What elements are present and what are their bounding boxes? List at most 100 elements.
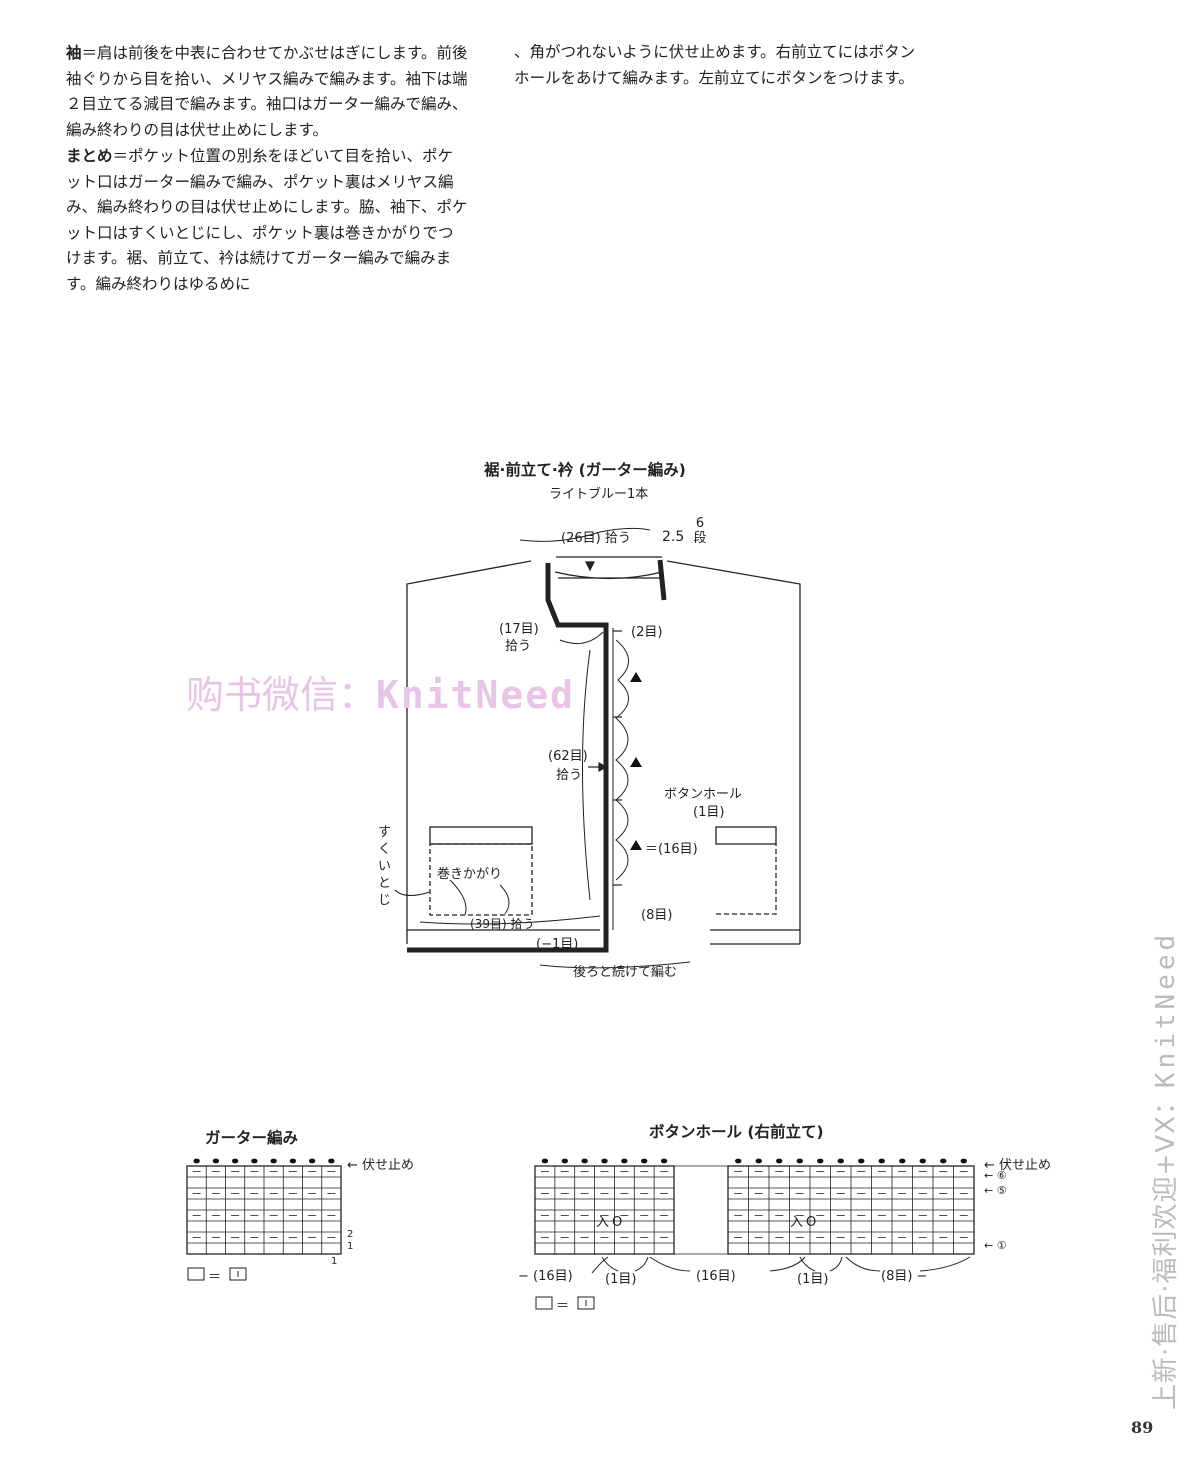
- button-triangle: [630, 672, 642, 682]
- bind-off-dot: [193, 1158, 200, 1164]
- finishing-paragraph: まとめ＝ポケット位置の別糸をほどいて目を拾い、ポケット口はガーター編みで編み、ポ…: [66, 143, 468, 297]
- bh-count-16-first: − (16目): [518, 1269, 573, 1284]
- bind-off-dot: [231, 1158, 239, 1164]
- hem-pickup-arc: [419, 915, 601, 925]
- buttonhole-legend-equals: ＝: [556, 1299, 570, 1314]
- garter-legend: [187, 1266, 251, 1282]
- bind-off-dot: [641, 1158, 648, 1164]
- front-pickup-arrowhead: [598, 761, 608, 773]
- hem-pickup-label: (39目) 拾う: [470, 917, 535, 931]
- bind-off-dot: [561, 1158, 568, 1164]
- bind-off-dot: [735, 1158, 742, 1164]
- bind-off-dot: [541, 1158, 549, 1164]
- pocket-lining-right: [716, 844, 777, 915]
- bind-off-dot: [960, 1158, 967, 1164]
- bh-count-16-second: (16目): [696, 1269, 736, 1284]
- instruction-column-left: 袖＝肩は前後を中表に合わせてかぶせはぎにします。前後袖ぐりから目を拾い、メリヤス…: [66, 40, 468, 297]
- bind-off-dot: [212, 1158, 220, 1164]
- bind-off-dot: [308, 1158, 316, 1164]
- garter-row-label-2: 2: [347, 1229, 354, 1240]
- bind-off-dot: [328, 1158, 335, 1164]
- triangle-equals-label: ＝(16目): [645, 842, 698, 857]
- bind-off-dot: [601, 1158, 608, 1164]
- row-marker-5: ← ⑤: [984, 1184, 1007, 1197]
- collar-pickup-label: (26目) 拾う: [561, 531, 631, 546]
- bind-off-dot: [776, 1158, 783, 1164]
- diagram-yarn: ライトブルー1本: [549, 487, 649, 502]
- finishing-text-part1: ＝ポケット位置の別糸をほどいて目を拾い、ポケット口はガーター編みで編み、ポケット…: [66, 147, 468, 293]
- garter-row-label-1: 1: [347, 1241, 354, 1252]
- front-band-thick: [407, 563, 609, 953]
- bind-off-dot: [940, 1158, 947, 1164]
- neck-pickup-count: (17目): [499, 622, 539, 637]
- right-body-outline: [666, 560, 801, 944]
- bind-off-dot: [919, 1158, 926, 1164]
- bind-off-dot: [858, 1158, 865, 1164]
- buttonhole-symbols-left: 入O: [596, 1215, 626, 1230]
- buttonhole-label: ボタンホール: [664, 787, 743, 802]
- buttonhole-count-arcs: [591, 1256, 971, 1274]
- whipstitch-label: 巻きかがり: [437, 867, 503, 882]
- pocket-opening-right: [715, 826, 777, 845]
- seam-label: すくいとじ: [378, 825, 392, 908]
- garter-bind-off-label: ← 伏せ止め: [347, 1158, 415, 1173]
- buttonhole-symbols-right: 入O: [790, 1215, 820, 1230]
- collar-depth-label: 2.5: [662, 529, 685, 545]
- bh-count-1-first: (1目): [605, 1272, 637, 1287]
- row-marker-6: ← ⑥: [984, 1169, 1007, 1182]
- bh-count-1-second: (1目): [797, 1272, 829, 1287]
- buttonhole-chart: [534, 1158, 975, 1255]
- bind-off-dot: [660, 1158, 668, 1164]
- front-pickup-count: (62目): [548, 749, 588, 764]
- buttonhole-legend: [535, 1295, 599, 1311]
- button-triangle: [630, 757, 642, 767]
- buttonhole-bind-off-label: ← 伏せ止め: [984, 1158, 1052, 1173]
- bind-off-dot: [899, 1158, 906, 1164]
- neck-pickup-arc: [559, 631, 604, 645]
- buttonhole-count: (1目): [693, 805, 725, 820]
- bh-count-8: (8目) −: [881, 1269, 928, 1284]
- finishing-paragraph-continued: 、角がつれないように伏せ止めます。右前立てにはボタンホールをあけて編みます。左前…: [514, 40, 918, 91]
- continue-back-label: 後ろと続けて編む: [573, 965, 678, 980]
- instruction-column-right: 、角がつれないように伏せ止めます。右前立てにはボタンホールをあけて編みます。左前…: [514, 40, 918, 91]
- finishing-label: まとめ: [66, 146, 113, 165]
- collar-arrowhead: [585, 561, 595, 572]
- front-pickup-verb: 拾う: [556, 768, 583, 783]
- garter-stitch-label: 1: [331, 1256, 338, 1267]
- sleeve-paragraph: 袖＝肩は前後を中表に合わせてかぶせはぎにします。前後袖ぐりから目を拾い、メリヤス…: [66, 40, 468, 143]
- bind-off-dot: [817, 1158, 824, 1164]
- neck-pickup-verb: 拾う: [505, 639, 532, 654]
- bind-off-dot: [270, 1158, 277, 1164]
- left-front-outline: [406, 560, 532, 944]
- page-number: 89: [1131, 1418, 1154, 1437]
- diagram-title: 裾·前立て·衿 (ガーター編み): [484, 461, 686, 479]
- bottom-gap-label: (8目): [641, 908, 673, 923]
- collar-band: [556, 556, 662, 579]
- bind-off-dot: [621, 1158, 628, 1164]
- garter-chart: [186, 1158, 342, 1255]
- bind-off-dot: [796, 1158, 803, 1164]
- bind-off-dot: [878, 1158, 885, 1164]
- top-gap-label: (2目): [631, 625, 663, 640]
- row-marker-1: ← ①: [984, 1239, 1007, 1252]
- bind-off-dot: [289, 1158, 297, 1164]
- pocket-opening-left: [429, 826, 533, 845]
- buttonhole-spacing-arcs: [615, 639, 629, 881]
- continue-back-arc: [539, 961, 691, 969]
- button-triangle: [630, 840, 642, 850]
- watermark: 购书微信：KnitNeed: [186, 673, 576, 717]
- whipstitch-pointer: [449, 879, 467, 916]
- decrease-label: (−1目): [536, 937, 579, 952]
- pocket-lining-left: [429, 843, 533, 916]
- bind-off-dot: [755, 1158, 762, 1164]
- bind-off-dot: [837, 1158, 844, 1164]
- garter-chart-title: ガーター編み: [205, 1129, 299, 1147]
- collar-pickup-arc: [519, 527, 651, 542]
- seam-pointer: [394, 889, 431, 896]
- sleeve-label: 袖: [66, 43, 82, 62]
- bind-off-dot: [581, 1158, 588, 1164]
- front-pickup-arc: [582, 649, 591, 901]
- finishing-text-part2: 、角がつれないように伏せ止めます。右前立てにはボタンホールをあけて編みます。左前…: [514, 43, 916, 87]
- collar-right-thick: [657, 559, 667, 601]
